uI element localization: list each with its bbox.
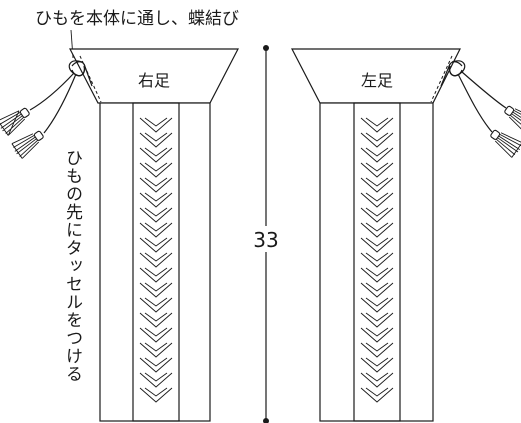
right-leg-herringbone bbox=[139, 117, 173, 403]
herringbone-chevron bbox=[360, 252, 394, 268]
herringbone-chevron bbox=[360, 147, 394, 163]
herringbone-chevron bbox=[360, 132, 394, 148]
left-leg-herringbone bbox=[360, 117, 394, 403]
side-note: ひもの先にタッセルをつける bbox=[62, 149, 83, 383]
top-note: ひもを本体に通し、蝶結び bbox=[35, 9, 239, 29]
right-leg-body bbox=[99, 102, 211, 422]
herringbone-chevron bbox=[139, 342, 173, 358]
left-cord-1 bbox=[29, 72, 75, 111]
herringbone-chevron bbox=[139, 192, 173, 208]
herringbone-chevron bbox=[139, 252, 173, 268]
right-bow-loop-2 bbox=[448, 61, 463, 77]
herringbone-chevron bbox=[360, 177, 394, 193]
herringbone-chevron bbox=[139, 207, 173, 223]
herringbone-chevron bbox=[139, 387, 173, 403]
herringbone-chevron bbox=[139, 357, 173, 373]
herringbone-chevron bbox=[139, 117, 173, 133]
herringbone-chevron bbox=[360, 342, 394, 358]
tassel-1 bbox=[0, 107, 30, 136]
herringbone-chevron bbox=[139, 312, 173, 328]
right-tie-and-tassels bbox=[440, 60, 521, 158]
herringbone-chevron bbox=[360, 207, 394, 223]
herringbone-chevron bbox=[360, 282, 394, 298]
dimension-dot-top bbox=[263, 45, 269, 51]
herringbone-chevron bbox=[139, 222, 173, 238]
herringbone-chevron bbox=[360, 237, 394, 253]
left-leg-cuff-stitch bbox=[430, 55, 453, 103]
left-bow-loop-2 bbox=[71, 61, 86, 77]
left-tie-and-tassels bbox=[0, 60, 93, 159]
left-leg-panel bbox=[353, 102, 401, 422]
herringbone-chevron bbox=[360, 267, 394, 283]
herringbone-chevron bbox=[360, 162, 394, 178]
left-cord-3 bbox=[83, 63, 93, 87]
herringbone-chevron bbox=[139, 297, 173, 313]
right-leg-piece: 右足 bbox=[69, 48, 239, 422]
herringbone-chevron bbox=[139, 237, 173, 253]
tassel-3 bbox=[504, 105, 521, 134]
tassel-4 bbox=[490, 129, 521, 158]
height-dimension: 33 bbox=[251, 45, 281, 423]
right-leg-panel bbox=[132, 102, 180, 422]
herringbone-chevron bbox=[139, 327, 173, 343]
herringbone-chevron bbox=[360, 387, 394, 403]
herringbone-chevron bbox=[139, 177, 173, 193]
herringbone-chevron bbox=[360, 192, 394, 208]
left-leg-label: 左足 bbox=[361, 71, 393, 90]
left-leg-body bbox=[319, 102, 434, 422]
right-cord-1 bbox=[461, 71, 507, 109]
right-leg-label: 右足 bbox=[138, 71, 170, 90]
tassel-2 bbox=[11, 130, 44, 159]
herringbone-chevron bbox=[360, 312, 394, 328]
herringbone-chevron bbox=[139, 162, 173, 178]
herringbone-chevron bbox=[360, 357, 394, 373]
herringbone-chevron bbox=[139, 147, 173, 163]
herringbone-chevron bbox=[360, 222, 394, 238]
herringbone-chevron bbox=[139, 132, 173, 148]
left-cord-2 bbox=[43, 73, 77, 134]
herringbone-chevron bbox=[139, 282, 173, 298]
dimension-label: 33 bbox=[253, 228, 278, 252]
dimension-dot-bottom bbox=[263, 418, 269, 423]
dimension-label-bg bbox=[251, 226, 281, 252]
herringbone-chevron bbox=[360, 117, 394, 133]
herringbone-chevron bbox=[360, 297, 394, 313]
right-cord-2 bbox=[457, 73, 493, 133]
herringbone-chevron bbox=[360, 372, 394, 388]
right-cord-3 bbox=[440, 63, 451, 87]
herringbone-chevron bbox=[360, 327, 394, 343]
herringbone-chevron bbox=[139, 267, 173, 283]
herringbone-chevron bbox=[139, 372, 173, 388]
left-leg-piece: 左足 bbox=[291, 48, 461, 422]
